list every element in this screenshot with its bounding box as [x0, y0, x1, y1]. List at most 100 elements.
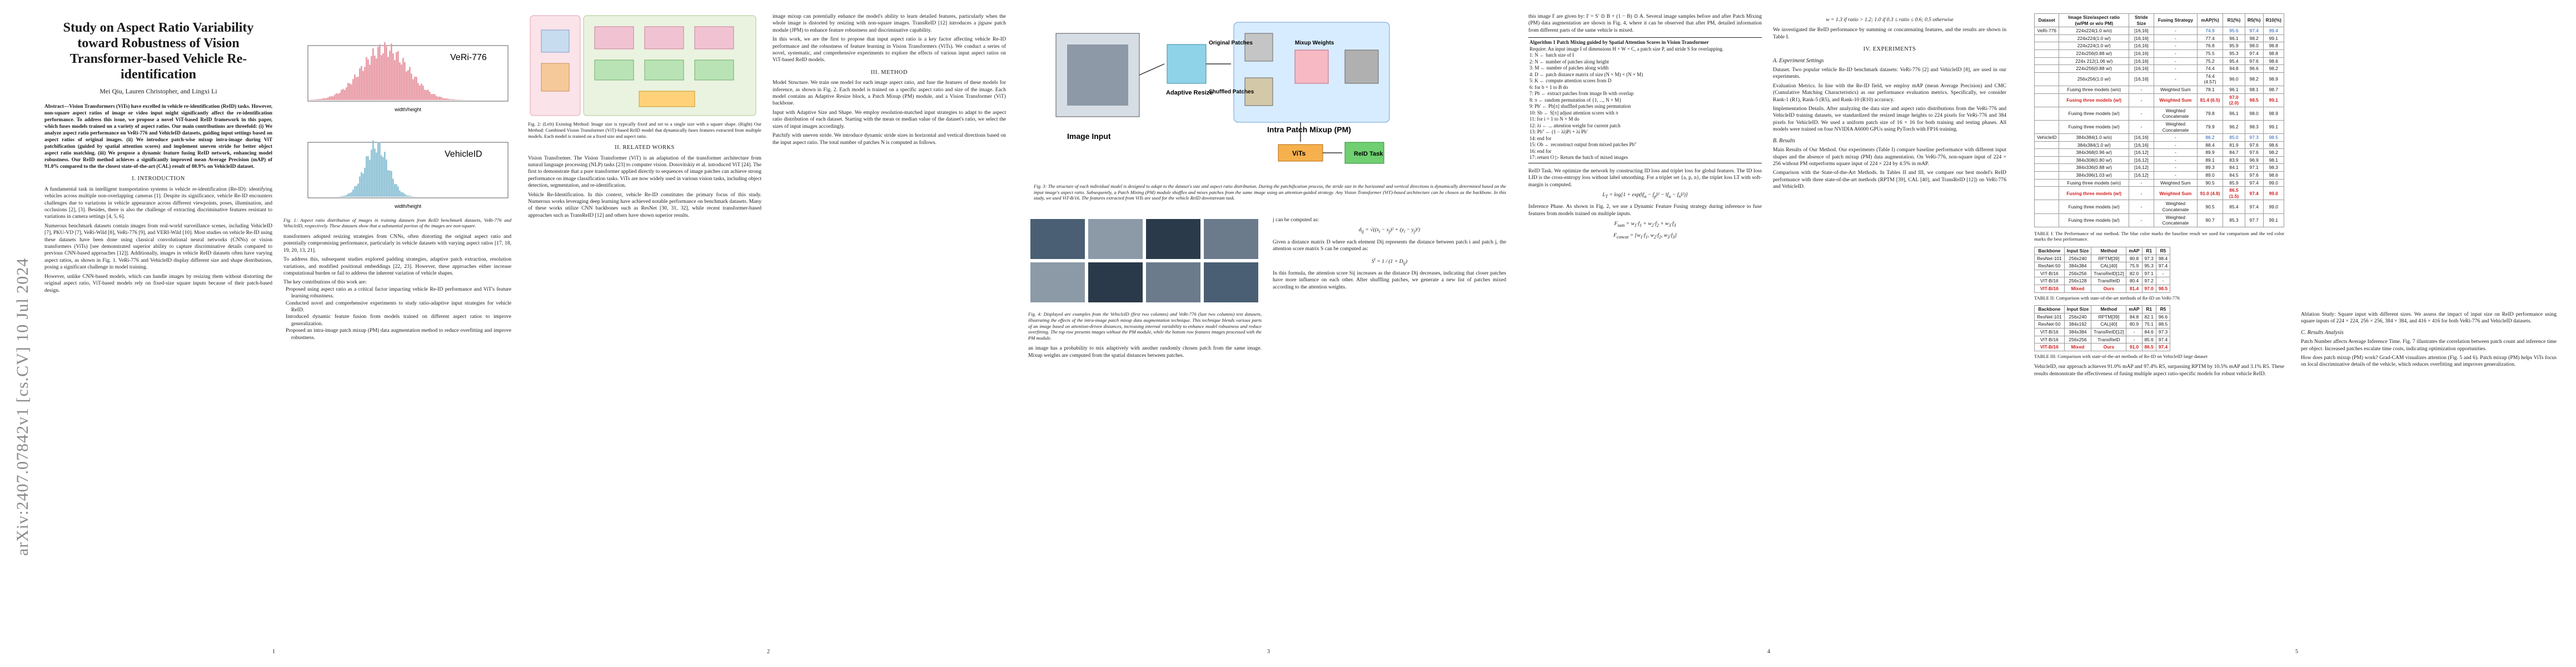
table-cell: 99.0 — [2263, 200, 2285, 214]
bullet-item: Conducted novel and comprehensive experi… — [286, 300, 511, 313]
histogram-bar — [362, 71, 364, 100]
paragraph: Given a distance matrix D where each ele… — [1273, 238, 1506, 252]
table-cell: 98.2 — [2244, 72, 2264, 86]
table-cell: 79.9 — [2197, 120, 2224, 135]
table-cell — [2034, 156, 2060, 165]
table-cell: Fusing three models (w/) — [2059, 200, 2130, 214]
table-cell: 75.1 — [2141, 320, 2156, 328]
table-cell: 91.0 — [2126, 343, 2142, 351]
table-cell: 98.0 — [2244, 106, 2264, 121]
histogram-bar — [376, 58, 377, 100]
histogram-bar — [459, 99, 461, 100]
paragraph: ReID Task. We optimize the network by co… — [1528, 167, 1762, 188]
table-cell: 97.4 — [2155, 262, 2171, 270]
table-cell: - — [2153, 64, 2198, 73]
table-caption: TABLE II: Comparison with state-of-the-a… — [2034, 295, 2180, 301]
table-cell: - — [2153, 72, 2198, 86]
fig2-method-diagram — [530, 15, 756, 116]
table-cell: 75.9 — [2126, 262, 2142, 270]
table-cell: [16,16] — [2129, 72, 2154, 86]
table-cell: Weighted Sum — [2153, 93, 2198, 107]
table-cell: 96.1 — [2223, 106, 2245, 121]
sample-image — [1088, 219, 1143, 259]
histogram-bars-blue — [311, 141, 441, 197]
paragraph: To address this, subsequent studies expl… — [283, 256, 511, 277]
algorithm-line: 11: for i = 1 to N × M do — [1529, 116, 1580, 122]
histogram-bar — [407, 70, 409, 100]
table-cell: - — [2126, 327, 2142, 336]
table-cell: 95.3 — [2141, 262, 2156, 270]
table-cell: TransReID — [2091, 277, 2127, 285]
table-cell: [16,12] — [2129, 156, 2154, 165]
table-cell — [2034, 57, 2060, 66]
table-cell: 74.4 (4.57) — [2197, 72, 2224, 86]
histogram-bar — [344, 89, 346, 100]
histogram-bar — [419, 85, 421, 100]
table-cell: - — [2129, 213, 2154, 227]
section-heading: II. RELATED WORKS — [615, 145, 675, 151]
histogram-bar — [321, 98, 322, 100]
table-cell: 98.1 — [2244, 85, 2264, 94]
table-cell: 89.3 — [2197, 163, 2224, 172]
histogram-bar — [367, 59, 369, 100]
table-cell: [16,12] — [2129, 163, 2154, 172]
table-cell: VIT-B/16 — [2034, 335, 2065, 344]
paragraph: A fundamental task in intelligent transp… — [44, 186, 272, 220]
table-cell: 97.2 — [2141, 277, 2156, 285]
histogram-bar — [421, 83, 422, 100]
equation: dij = √((xi − xj)² + (yi − yj)²) — [1358, 227, 1421, 235]
figure-caption: Fig. 2: (Left) Existing Method: Image si… — [528, 121, 761, 139]
histogram-bar — [426, 90, 427, 100]
table-cell: 91.0 (4.8) — [2197, 186, 2224, 201]
paragraph: VehicleID, our approach achieves 91.0% m… — [2034, 364, 2284, 377]
table-cell: Fusing three models (w/) — [2059, 93, 2130, 107]
table-cell: Weighted Concatenate — [2153, 200, 2198, 214]
histogram-bar — [424, 89, 426, 100]
fig3-architecture-diagram: Image Input Adaptive Resize Original Pat… — [1055, 22, 1390, 164]
histogram-bar — [322, 98, 324, 100]
histogram-bar — [382, 53, 384, 100]
table-cell: 98.0 — [2244, 42, 2264, 50]
histogram-bar — [359, 176, 361, 197]
algorithm-line: 4: D ← patch distance matrix of size (N … — [1529, 71, 1643, 77]
table-cell: 97.1 — [2244, 163, 2264, 172]
intra-patch-label: Intra Patch Mixup (PM) — [1267, 125, 1351, 134]
table-cell: 256x240 — [2064, 254, 2092, 263]
histogram-bar — [451, 99, 452, 100]
paragraph: Comparison with the State-of-the-Art Met… — [1773, 170, 2006, 190]
histogram-bar — [394, 60, 396, 100]
page-number: 1 — [272, 649, 275, 655]
table-cell: 85.3 — [2223, 213, 2245, 227]
histogram-bar — [374, 148, 376, 197]
table-cell — [2034, 200, 2060, 214]
histogram-bar — [417, 83, 419, 100]
table-cell: 99.1 — [2263, 213, 2285, 227]
histogram-bar — [371, 56, 372, 100]
image-input-label: Image Input — [1067, 132, 1111, 141]
table-cell: 97.0 — [2141, 284, 2156, 293]
sample-image — [1146, 219, 1200, 259]
histogram-bar — [351, 84, 352, 100]
x-axis-label: width/height — [394, 203, 422, 209]
table-cell: VIT-B/16 — [2034, 277, 2065, 285]
table-cell: 95.3 — [2223, 49, 2245, 58]
table-cell: Ours — [2091, 343, 2127, 351]
paragraph: Inference Phase. As shown in Fig. 2, we … — [1528, 203, 1762, 217]
histogram-bar — [351, 192, 352, 197]
histogram-bar — [392, 179, 394, 197]
equation: Fconcat = [w1·f1, w2·f2, w3·f3] — [1613, 232, 1677, 240]
paragraph: Evaluation Metrics. In line with the Re-… — [1773, 82, 2006, 103]
table-cell: 97.4 — [2244, 186, 2264, 201]
table-cell: 99.0 — [2263, 178, 2285, 187]
table-cell: - — [2129, 186, 2154, 201]
